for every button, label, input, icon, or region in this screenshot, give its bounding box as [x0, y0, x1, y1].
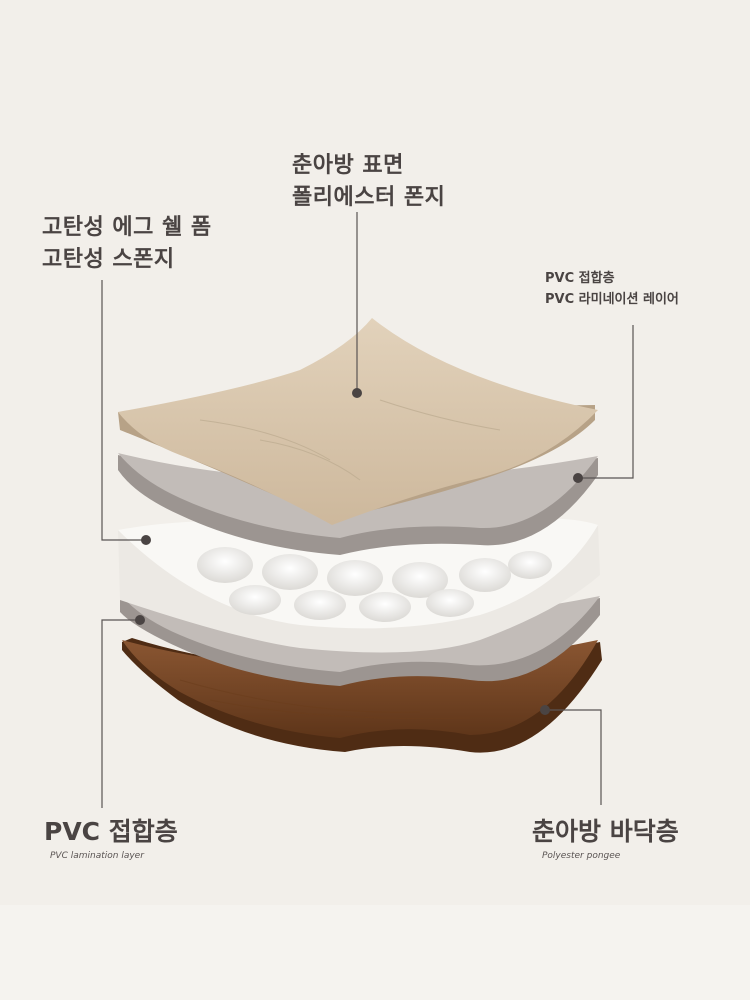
label-bottom-layer: 춘아방 바닥층 Polyester pongee — [532, 815, 679, 861]
foam-layer — [118, 518, 600, 653]
top-fabric-layer — [118, 318, 598, 525]
label-foam-line2: 고탄성 스폰지 — [42, 247, 175, 272]
leader-lines — [101, 212, 634, 808]
label-top-surface: 춘아방 표면 폴리에스터 폰지 — [292, 150, 445, 214]
label-pvc-right-line1: PVC 접합층 — [545, 271, 615, 286]
label-bottom-layer-en: Polyester pongee — [542, 851, 621, 861]
label-bottom-layer-kr: 춘아방 바닥층 — [532, 817, 679, 846]
label-pvc-right-line2: PVC 라미네이션 레이어 — [545, 292, 679, 307]
bottom-band — [0, 905, 750, 1000]
label-pvc-bottom-en: PVC lamination layer — [50, 851, 144, 861]
label-pvc-right: PVC 접합층 PVC 라미네이션 레이어 — [545, 268, 679, 310]
label-top-surface-line1: 춘아방 표면 — [292, 153, 404, 178]
label-pvc-bottom: PVC 접합층 PVC lamination layer — [44, 815, 178, 861]
label-foam-line1: 고탄성 에그 쉘 폼 — [42, 215, 212, 240]
label-pvc-bottom-kr: PVC 접합층 — [44, 817, 178, 846]
label-foam: 고탄성 에그 쉘 폼 고탄성 스폰지 — [42, 212, 212, 276]
label-top-surface-line2: 폴리에스터 폰지 — [292, 185, 446, 210]
